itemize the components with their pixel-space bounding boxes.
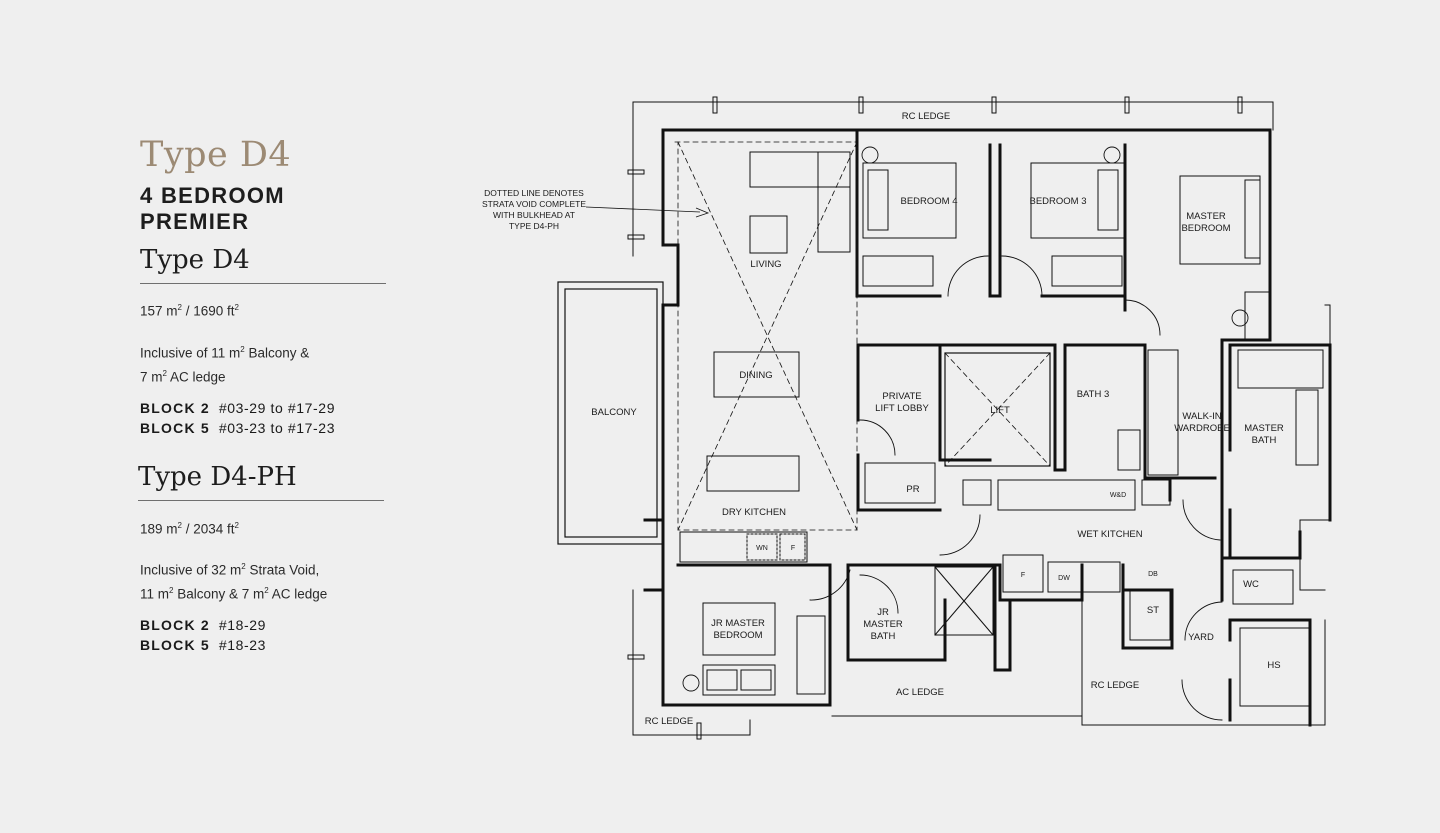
room-label: MASTER bbox=[1244, 423, 1284, 434]
room-label: ST bbox=[1147, 605, 1159, 616]
room-label: BATH 3 bbox=[1077, 389, 1110, 400]
type-d4-ph-block-row: BLOCK 2 #18-29 bbox=[140, 615, 266, 635]
type-d4-inclusive-1-tail: Balcony & bbox=[244, 345, 310, 361]
room-label: DRY KITCHEN bbox=[722, 507, 786, 518]
room-labels: RC LEDGE BEDROOM 4 BEDROOM 3 MASTER BEDR… bbox=[591, 111, 1284, 727]
block-label: BLOCK 2 bbox=[140, 400, 210, 416]
block-units: #18-23 bbox=[218, 637, 267, 653]
room-label: LIVING bbox=[750, 259, 781, 270]
type-d4-ph-area: 189 m2 / 2034 ft2 bbox=[140, 521, 239, 537]
room-label: BEDROOM 4 bbox=[900, 196, 957, 207]
unit-type-subtitle: 4 BEDROOM PREMIER bbox=[140, 183, 285, 234]
type-d4-ph-inclusive-2-mid: Balcony & 7 m bbox=[173, 586, 265, 601]
room-label: LIFT LOBBY bbox=[875, 403, 929, 414]
room-label: BATH bbox=[1252, 435, 1277, 446]
note-line: DOTTED LINE DENOTES bbox=[484, 188, 584, 198]
note-line: TYPE D4-PH bbox=[509, 221, 559, 231]
unit-header: Type D4 4 BEDROOM PREMIER bbox=[140, 138, 400, 235]
block-label: BLOCK 2 bbox=[140, 617, 210, 633]
strata-void-note: DOTTED LINE DENOTES STRATA VOID COMPLETE… bbox=[482, 188, 586, 231]
room-label: DB bbox=[1148, 571, 1158, 578]
appliance-label: F bbox=[791, 545, 795, 552]
room-label: JR MASTER bbox=[711, 618, 765, 629]
type-d4-inclusive-2-tail: AC ledge bbox=[166, 369, 226, 384]
lift-shaft bbox=[944, 352, 1051, 467]
type-d4-ph-blocks: BLOCK 2 #18-29 BLOCK 5 #18-23 bbox=[140, 615, 266, 655]
type-d4-blocks: BLOCK 2 #03-29 to #17-29 BLOCK 5 #03-23 … bbox=[140, 398, 335, 438]
type-d4-ph-inclusive-2: 11 m bbox=[140, 586, 170, 601]
door-swings bbox=[682, 146, 1249, 721]
room-label: YARD bbox=[1188, 632, 1214, 643]
strata-void-outline bbox=[674, 141, 858, 531]
outer-outline bbox=[632, 101, 1331, 736]
type-d4-ph-inclusive-1-tail: Strata Void, bbox=[245, 562, 320, 578]
appliance-label: WN bbox=[756, 545, 768, 552]
room-label: RC LEDGE bbox=[645, 716, 694, 727]
type-d4-ph-inclusive-2-tail: AC ledge bbox=[268, 586, 328, 601]
appliance-labels: WN F F DW W&D bbox=[756, 492, 1126, 582]
room-label: PRIVATE bbox=[882, 391, 921, 402]
room-label: BEDROOM bbox=[713, 630, 762, 641]
room-label: LIFT bbox=[990, 405, 1010, 416]
type-d4-area-m2: 157 m bbox=[140, 303, 178, 319]
room-label: DINING bbox=[739, 370, 772, 381]
room-label: AC LEDGE bbox=[896, 687, 944, 698]
type-d4-inclusive-2: 7 m bbox=[140, 369, 163, 384]
type-d4-ph-area-m2: 189 m bbox=[140, 521, 178, 537]
note-leader bbox=[585, 206, 710, 218]
room-label: MASTER bbox=[863, 619, 903, 630]
block-units: #03-23 to #17-23 bbox=[218, 420, 336, 436]
type-d4-heading: Type D4 bbox=[140, 247, 386, 284]
block-label: BLOCK 5 bbox=[140, 637, 210, 653]
type-d4-ph-area-ft2: 2034 ft bbox=[193, 521, 235, 537]
type-d4-block-row: BLOCK 5 #03-23 to #17-23 bbox=[140, 418, 335, 438]
block-label: BLOCK 5 bbox=[140, 420, 210, 436]
type-d4-block-row: BLOCK 2 #03-29 to #17-29 bbox=[140, 398, 335, 418]
balcony-frame bbox=[557, 281, 664, 545]
top-fins bbox=[627, 96, 1243, 740]
appliance-label: F bbox=[1021, 572, 1025, 579]
type-d4-ph-heading: Type D4-PH bbox=[138, 464, 384, 501]
room-label: JR bbox=[877, 607, 889, 618]
room-label: RC LEDGE bbox=[902, 111, 951, 122]
note-line: STRATA VOID COMPLETE bbox=[482, 199, 586, 209]
type-d4-inclusive: Inclusive of 11 m2 Balcony & 7 m2 AC led… bbox=[140, 345, 310, 384]
room-label: BALCONY bbox=[591, 407, 637, 418]
room-label: HS bbox=[1267, 660, 1280, 671]
note-line: WITH BULKHEAD AT bbox=[493, 210, 575, 220]
furniture bbox=[679, 151, 1324, 707]
type-d4-area-ft2: 1690 ft bbox=[193, 303, 235, 319]
room-label: WET KITCHEN bbox=[1077, 529, 1142, 540]
room-label: RC LEDGE bbox=[1091, 680, 1140, 691]
type-d4-area: 157 m2 / 1690 ft2 bbox=[140, 303, 239, 319]
type-d4-ph-block-row: BLOCK 5 #18-23 bbox=[140, 635, 266, 655]
room-label: BEDROOM bbox=[1181, 223, 1230, 234]
type-d4-ph-inclusive: Inclusive of 32 m2 Strata Void, 11 m2 Ba… bbox=[140, 562, 328, 601]
appliance-label: W&D bbox=[1110, 492, 1126, 499]
type-d4-inclusive-1: Inclusive of 11 m bbox=[140, 345, 241, 361]
appliance-label: DW bbox=[1058, 575, 1070, 582]
block-units: #18-29 bbox=[218, 617, 267, 633]
room-label: WARDROBE bbox=[1174, 423, 1230, 434]
type-d4-ph-inclusive-1: Inclusive of 32 m bbox=[140, 562, 242, 578]
unit-type-title: Type D4 bbox=[140, 135, 292, 175]
room-label: MASTER bbox=[1186, 211, 1226, 222]
room-label: WALK-IN bbox=[1182, 411, 1221, 422]
room-label: BEDROOM 3 bbox=[1029, 196, 1086, 207]
room-label: PR bbox=[906, 484, 919, 495]
room-label: BATH bbox=[871, 631, 896, 642]
room-label: WC bbox=[1243, 579, 1259, 590]
block-units: #03-29 to #17-29 bbox=[218, 400, 336, 416]
